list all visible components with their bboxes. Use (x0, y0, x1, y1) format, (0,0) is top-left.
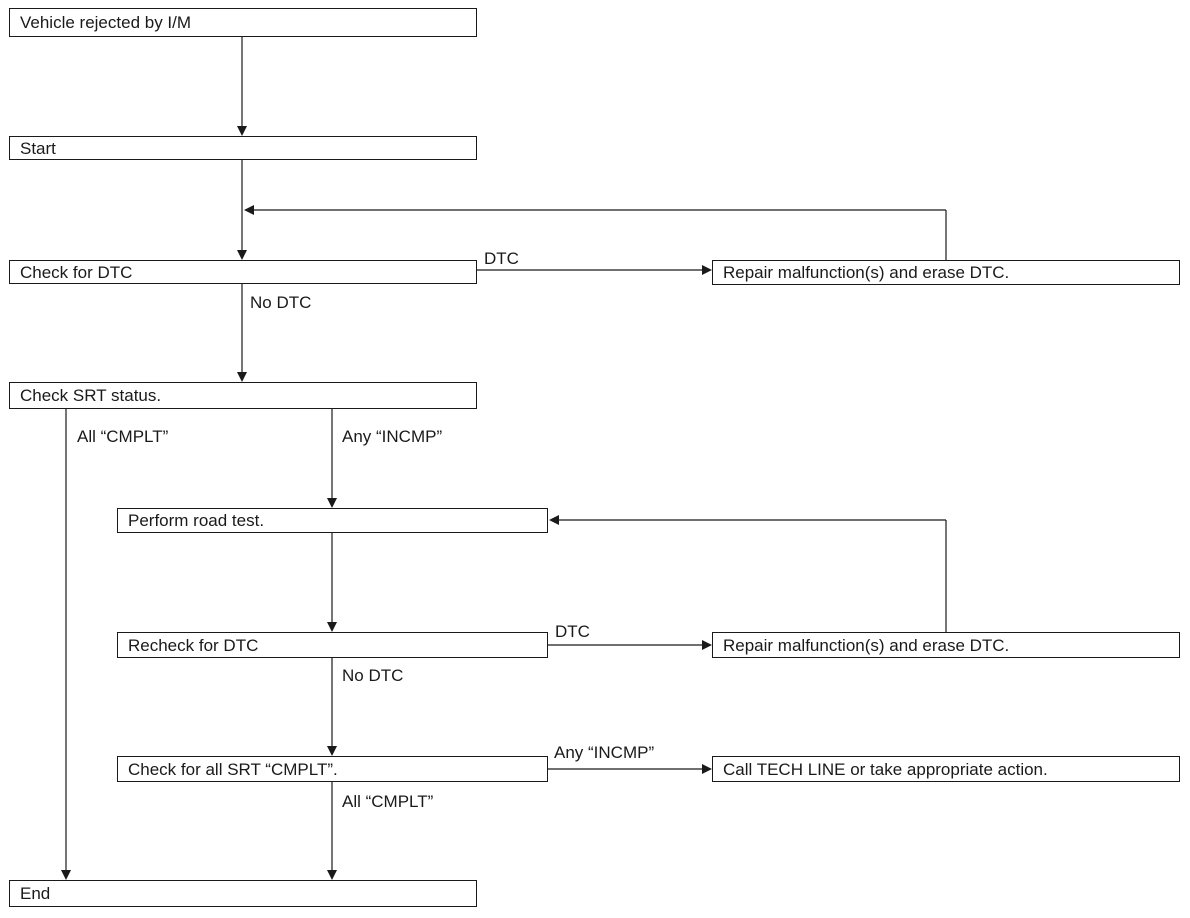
arrowhead-right (702, 640, 712, 650)
box-end: End (9, 880, 477, 907)
arrowhead-down (327, 498, 337, 508)
box-repair-malfunction-2: Repair malfunction(s) and erase DTC. (712, 632, 1180, 658)
box-check-all-srt: Check for all SRT “CMPLT”. (117, 756, 548, 782)
edge-label-dtc-2: DTC (555, 622, 590, 641)
box-check-srt-status: Check SRT status. (9, 382, 477, 409)
arrowhead-right (702, 764, 712, 774)
box-repair-malfunction-1: Repair malfunction(s) and erase DTC. (712, 260, 1180, 285)
arrowhead-left (244, 205, 254, 215)
box-perform-road-test: Perform road test. (117, 508, 548, 533)
box-start: Start (9, 136, 477, 160)
arrowhead-down (327, 622, 337, 632)
arrowhead-down (237, 126, 247, 136)
box-check-dtc: Check for DTC (9, 260, 477, 284)
edge-label-any-incmp-2: Any “INCMP” (554, 743, 655, 762)
arrowhead-down (237, 250, 247, 260)
box-recheck-dtc: Recheck for DTC (117, 632, 548, 658)
arrowhead-left (549, 515, 559, 525)
edge-label-no-dtc-2: No DTC (342, 666, 404, 685)
arrowhead-down (327, 870, 337, 880)
edge-label-no-dtc-1: No DTC (250, 293, 312, 312)
edge-label-all-cmplt-1: All “CMPLT” (77, 427, 169, 446)
arrowhead-down (237, 372, 247, 382)
arrowhead-down (327, 746, 337, 756)
edge-label-dtc-1: DTC (484, 249, 519, 268)
edge-label-all-cmplt-2: All “CMPLT” (342, 792, 434, 811)
box-vehicle-rejected: Vehicle rejected by I/M (9, 8, 477, 37)
edge-label-any-incmp-1: Any “INCMP” (342, 427, 443, 446)
arrowhead-down (61, 870, 71, 880)
arrowhead-right (702, 265, 712, 275)
box-call-tech-line: Call TECH LINE or take appropriate actio… (712, 756, 1180, 782)
